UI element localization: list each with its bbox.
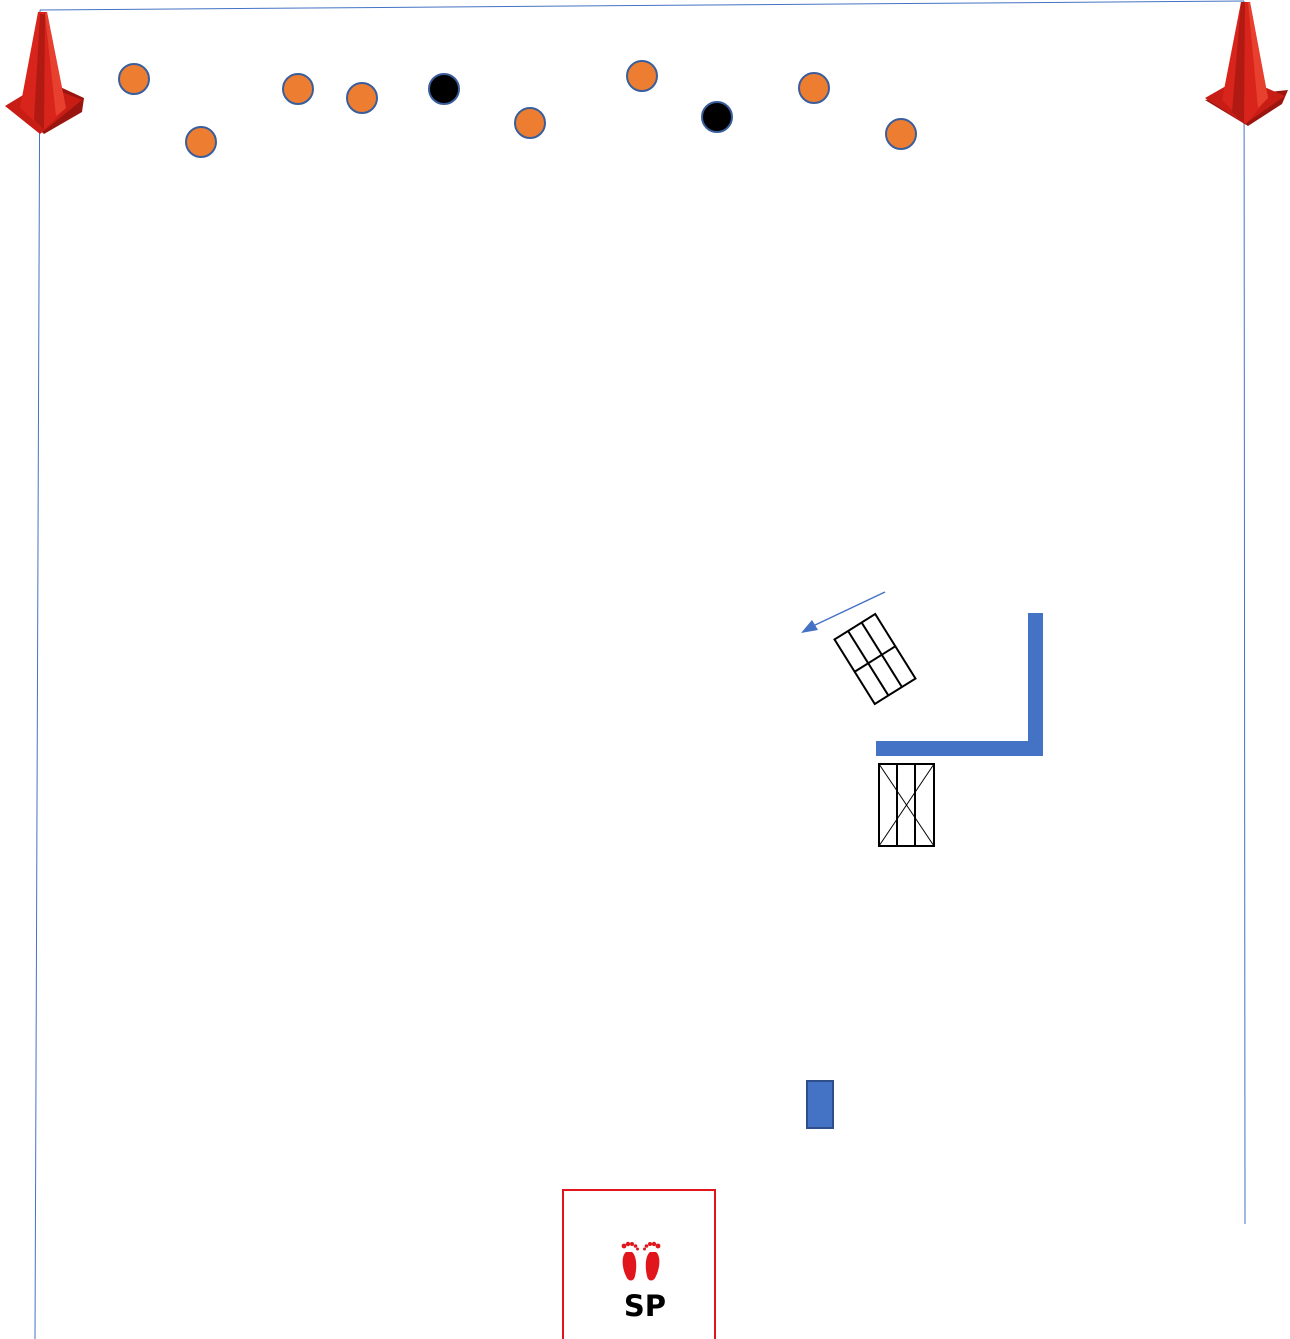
orange-target [886,119,916,149]
black-target [702,102,732,132]
barrier-horizontal [876,741,1043,756]
right-cone-icon [1205,2,1288,126]
boundary-top-line [40,1,1244,10]
orange-target [186,127,216,157]
course-boundary [35,1,1245,1339]
start-position-label: SP [624,1289,666,1323]
blue-marker-block [807,1081,833,1128]
orange-target [283,74,313,104]
orange-target [119,64,149,94]
orange-target [799,73,829,103]
targets [119,61,916,157]
footprints-icon [622,1242,661,1281]
rotated-window-icon [835,614,916,704]
orange-target [627,61,657,91]
start-position-box: SP [563,1190,715,1339]
crossed-window-icon [879,764,934,846]
left-cone-icon [5,12,84,134]
orange-target [347,83,377,113]
orange-target [515,108,545,138]
boundary-right-line [1244,1,1245,1224]
barrier-vertical [1028,613,1043,756]
boundary-left-line [35,10,40,1339]
black-target [429,74,459,104]
